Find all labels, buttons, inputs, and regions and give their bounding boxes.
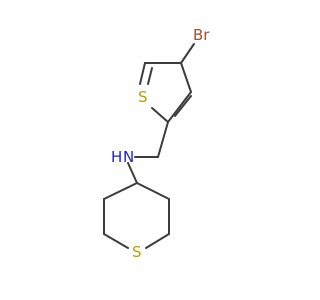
bond-n-c4ring xyxy=(127,162,138,184)
atom-bromine: Br xyxy=(193,26,210,44)
atom-sulfur-thiophene: S xyxy=(138,88,148,106)
bond-c2-c3-double xyxy=(174,95,192,117)
bond-c2ring-s xyxy=(103,233,129,249)
atom-sulfur-ring: S xyxy=(132,243,142,261)
bonds xyxy=(103,43,195,249)
bond-c5ring-c4ring xyxy=(136,182,170,200)
bond-c2-ch2 xyxy=(157,121,169,158)
bond-c2-c3 xyxy=(167,91,192,123)
bond-c5-s1 xyxy=(139,62,146,85)
bond-s1-c2 xyxy=(151,107,169,123)
atom-nitrogen: N xyxy=(123,148,134,166)
bond-c3-c4 xyxy=(180,62,192,93)
bond-s-c6ring xyxy=(145,233,170,249)
bond-c5-s1-double xyxy=(147,67,153,85)
molecule-structure: Br S H N S xyxy=(103,26,210,261)
bond-c4ring-c3ring xyxy=(103,182,138,200)
bond-c4-br xyxy=(180,43,195,64)
atom-hydrogen: H xyxy=(111,148,122,166)
